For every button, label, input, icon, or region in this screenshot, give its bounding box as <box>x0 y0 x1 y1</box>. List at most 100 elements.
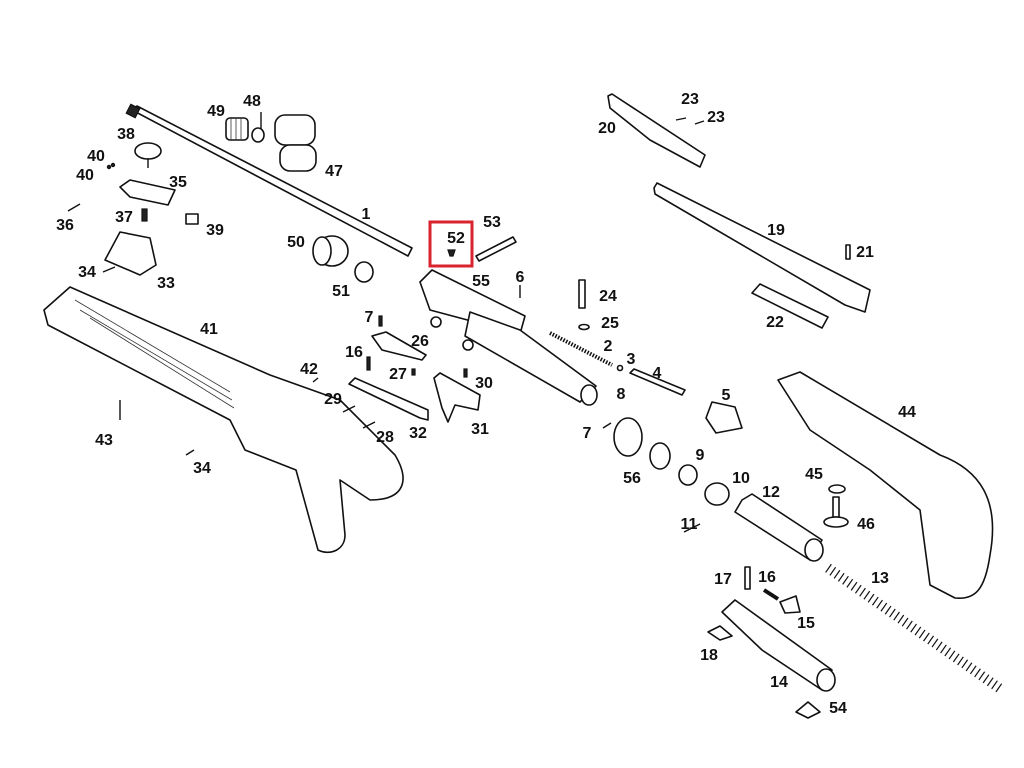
part-22 <box>751 283 829 329</box>
part-washer <box>354 261 374 283</box>
part-pin-7 <box>378 315 383 327</box>
label-34: 34 <box>78 264 96 281</box>
part-5 <box>705 401 743 434</box>
label-18: 18 <box>700 647 718 664</box>
part-adjust-knob <box>134 142 162 168</box>
part-ring-8 <box>613 417 643 457</box>
part-barrel <box>125 103 413 257</box>
label-48: 48 <box>243 93 261 110</box>
part-knurled-nut <box>225 117 249 141</box>
part-small-screw <box>106 164 112 170</box>
part-mainspring <box>825 563 1005 695</box>
part-screw <box>102 266 116 273</box>
label-5: 5 <box>722 387 731 404</box>
label-41: 41 <box>200 321 218 338</box>
part-screw-23 <box>694 120 705 125</box>
part-buttstock <box>777 371 994 600</box>
label-42: 42 <box>300 361 318 378</box>
part-pin <box>67 203 81 212</box>
label-36: 36 <box>56 217 74 234</box>
label-24: 24 <box>599 288 617 305</box>
part-trigger-31 <box>433 372 481 423</box>
label-55: 55 <box>472 273 490 290</box>
part-small-screw <box>110 162 116 168</box>
part-scope-mount <box>274 114 317 172</box>
part-20 <box>607 93 706 168</box>
part-26 <box>371 331 427 361</box>
label-12: 12 <box>762 484 780 501</box>
part-sight-leaf <box>119 179 176 206</box>
label-21: 21 <box>856 244 874 261</box>
label-35: 35 <box>169 174 187 191</box>
part-receiver <box>419 269 598 406</box>
part-firing-pin <box>629 368 686 396</box>
label-47: 47 <box>325 163 343 180</box>
part-screw-34 <box>185 449 195 456</box>
part-piston-end <box>816 668 836 692</box>
label-49: 49 <box>207 103 225 120</box>
label-32: 32 <box>409 425 427 442</box>
part-tube-end <box>804 538 824 562</box>
part-pin-21 <box>845 244 851 260</box>
part-labels: 1 2 3 4 5 6 7 7 8 9 10 11 12 13 14 15 16… <box>56 91 916 717</box>
part-19 <box>653 182 871 313</box>
part-sight-clip <box>185 213 199 225</box>
label-39: 39 <box>206 222 224 239</box>
label-26: 26 <box>411 333 429 350</box>
part-spring-30 <box>463 368 468 378</box>
part-ball <box>616 364 624 372</box>
part-spring-16 <box>762 588 780 601</box>
label-45: 45 <box>805 466 823 483</box>
part-32 <box>348 377 429 421</box>
label-11: 11 <box>681 516 698 533</box>
label-20: 20 <box>598 120 616 137</box>
label-56: 56 <box>623 470 641 487</box>
label-50: 50 <box>287 234 305 251</box>
part-pin-11 <box>683 523 701 533</box>
label-10: 10 <box>732 470 750 487</box>
label-13: 13 <box>871 570 889 587</box>
label-52: 52 <box>447 230 465 247</box>
part-washer-25 <box>578 323 590 331</box>
label-4: 4 <box>653 365 662 382</box>
label-33: 33 <box>157 275 175 292</box>
label-17: 17 <box>714 571 732 588</box>
label-23: 23 <box>681 91 699 108</box>
label-3: 3 <box>627 351 636 368</box>
label-38: 38 <box>117 126 135 143</box>
part-18 <box>707 625 733 641</box>
label-30: 30 <box>475 375 493 392</box>
part-pin-7 <box>602 422 612 429</box>
part-pin-17 <box>744 566 751 590</box>
label-54: 54 <box>829 700 847 717</box>
label-8: 8 <box>617 386 626 403</box>
part-rear-sight-base <box>104 231 157 276</box>
label-19: 19 <box>767 222 785 239</box>
part-screw-42 <box>312 377 319 383</box>
part-56 <box>649 442 671 470</box>
part-washer-45 <box>828 484 846 494</box>
label-28: 28 <box>376 429 394 446</box>
label-34: 34 <box>193 460 211 477</box>
part-spring-2 <box>549 331 613 367</box>
label-29: 29 <box>324 391 342 408</box>
label-51: 51 <box>332 283 350 300</box>
part-stock-screw <box>823 496 849 528</box>
label-23: 23 <box>707 109 725 126</box>
part-pin-28 <box>362 421 376 429</box>
part-pin-24 <box>578 279 586 309</box>
label-2: 2 <box>604 338 613 355</box>
label-22: 22 <box>766 314 784 331</box>
label-7: 7 <box>583 425 592 442</box>
part-forestock <box>43 286 404 554</box>
label-27: 27 <box>389 366 407 383</box>
part-spring <box>141 208 148 222</box>
label-16: 16 <box>345 344 363 361</box>
label-9: 9 <box>696 447 705 464</box>
label-53: 53 <box>483 214 501 231</box>
part-27 <box>411 368 416 376</box>
part-15 <box>779 595 801 614</box>
label-14: 14 <box>770 674 788 691</box>
label-40: 40 <box>76 167 94 184</box>
part-10 <box>704 482 730 506</box>
